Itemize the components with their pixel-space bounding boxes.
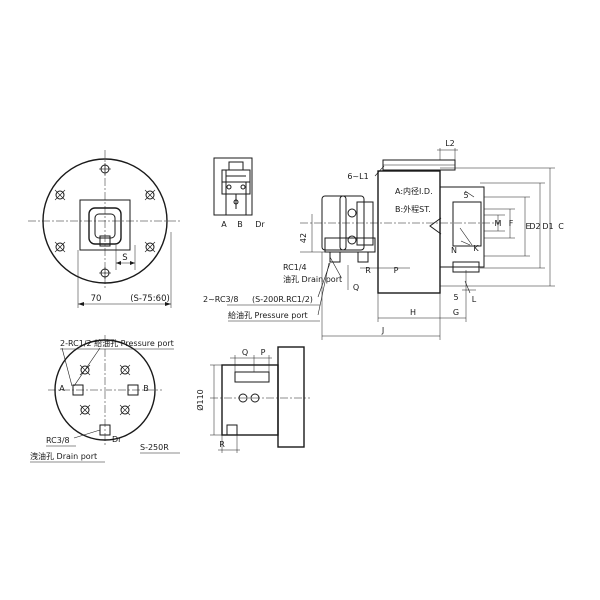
- dim-s: S: [122, 253, 127, 263]
- dim-q-side: Q: [353, 283, 359, 292]
- dim-l2: L2: [445, 139, 455, 148]
- dim-p-bottom: P: [261, 348, 266, 357]
- side-adapter: [356, 201, 374, 246]
- front-boss: [88, 207, 122, 245]
- dim-5-bottom: 5: [453, 293, 458, 302]
- dim-l: L: [472, 295, 477, 304]
- dim-l1: 6~L1: [347, 172, 368, 181]
- label-drain-port-side: 油孔 Drain port: [283, 274, 342, 284]
- bottom-flange: [277, 346, 305, 448]
- side-tip: [429, 217, 442, 235]
- port-a-bl: A: [59, 384, 65, 393]
- label-s200: (S-200R.RC1/2): [252, 295, 313, 304]
- dim-5-top: 5: [463, 191, 468, 200]
- label-drain-port-bl: 洩油孔 Drain port: [30, 451, 97, 461]
- dim-e: E: [525, 222, 530, 231]
- dim-d1: D1: [542, 222, 553, 231]
- front-view: [28, 150, 182, 308]
- label-pressure-port-side: 給油孔 Pressure port: [228, 310, 308, 320]
- side-piston-boss: [452, 201, 482, 247]
- dim-f: F: [509, 219, 514, 228]
- front-bolt-holes: [54, 163, 156, 279]
- label-rc14: RC1/4: [283, 263, 307, 272]
- schematic-dr: Dr: [255, 220, 265, 229]
- port-b-bl: B: [143, 384, 149, 393]
- front-bore: [94, 213, 116, 239]
- schematic-frame: [213, 157, 253, 216]
- label-rc38-bl: RC3/8: [46, 436, 70, 445]
- dim-c: C: [558, 222, 564, 231]
- side-view: [300, 148, 555, 340]
- label-pressure-port-bl: 2-RC1/2 給油孔 Pressure port: [60, 338, 174, 348]
- side-piston-flange: [439, 186, 485, 268]
- dim-j: J: [381, 326, 384, 335]
- label-outer-dia: B:外程ST.: [395, 204, 431, 214]
- dim-70: 70: [91, 294, 102, 304]
- schematic-b: B: [237, 220, 243, 229]
- dim-g: G: [453, 308, 459, 317]
- dim-r-bottom: R: [219, 440, 225, 449]
- label-rc38: 2~RC3/8: [203, 295, 238, 304]
- bottom-side-view: [210, 346, 310, 453]
- schematic-a: A: [221, 220, 227, 229]
- port-face-view: [48, 335, 162, 445]
- dim-42: 42: [299, 233, 308, 243]
- dim-p-side: P: [394, 266, 399, 275]
- port-dr-bl: Dr: [112, 435, 122, 444]
- valve-schematic: [213, 157, 253, 216]
- dim-n: N: [451, 246, 457, 255]
- dim-q-bottom: Q: [242, 348, 248, 357]
- label-model: S-250R: [140, 443, 169, 452]
- label-inner-dia: A:内径I.D.: [395, 186, 433, 196]
- dim-s75: (S-75:60): [130, 294, 170, 304]
- side-base: [324, 237, 376, 253]
- dim-r-side: R: [365, 266, 371, 275]
- dim-d110: Ø110: [195, 389, 205, 411]
- dim-m: M: [495, 219, 502, 228]
- dim-d2: D2: [529, 222, 540, 231]
- front-slot: [99, 235, 111, 247]
- dim-h: H: [410, 308, 416, 317]
- dim-k: K: [473, 244, 479, 253]
- front-body: [79, 199, 131, 251]
